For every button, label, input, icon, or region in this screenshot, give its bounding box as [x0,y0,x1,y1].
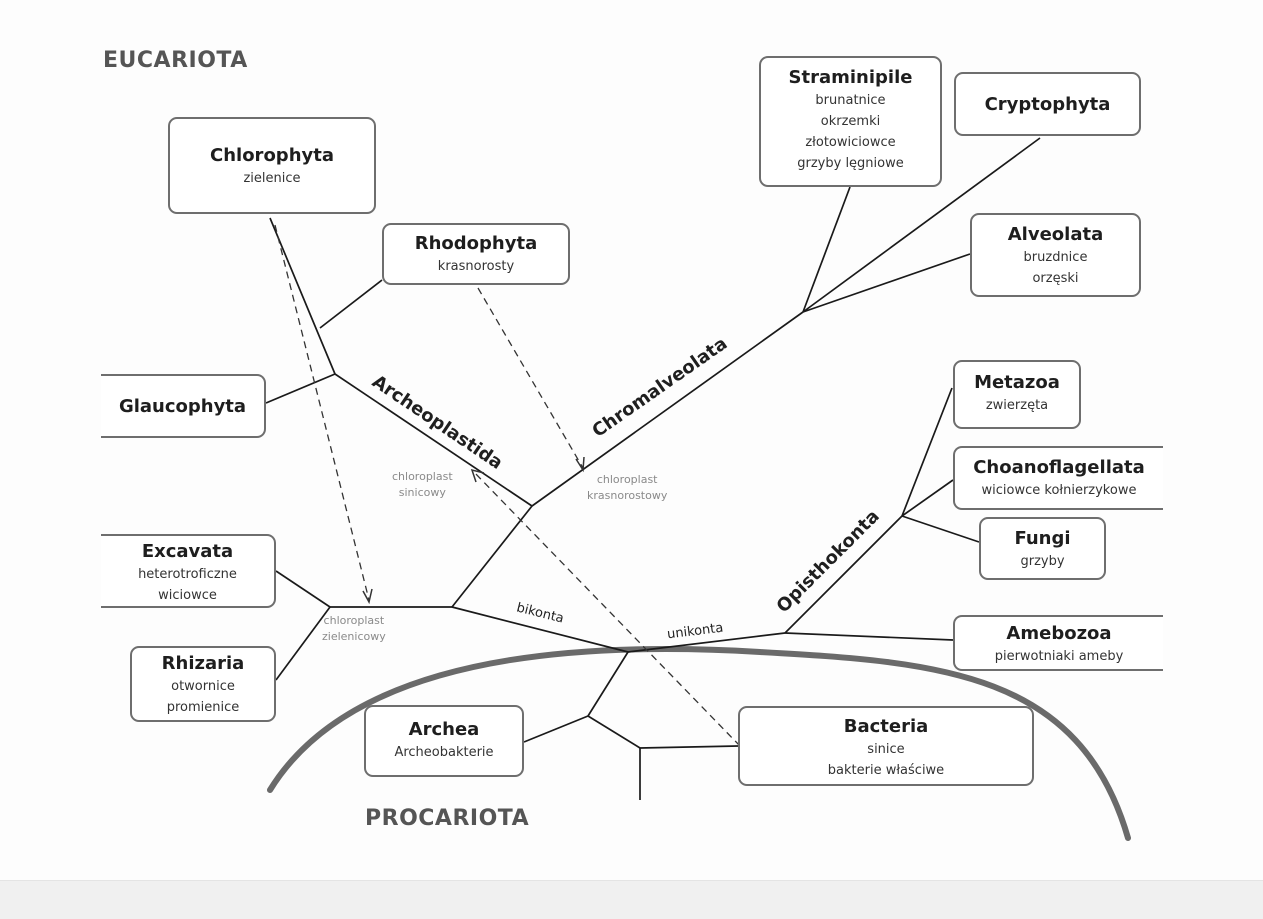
taxon-detail: zielenice [243,171,301,186]
taxon-detail: sinice [867,742,905,757]
taxon-rhodophyta: Rhodophyta krasnorosty [382,223,570,285]
arrow-chlorophyta-to-excavata [274,224,370,601]
taxon-straminipile: Straminipile brunatnice okrzemki złotowi… [759,56,942,187]
taxon-detail: grzyby [1020,554,1065,569]
taxon-detail: orzęski [1032,271,1079,286]
taxon-name: Cryptophyta [984,94,1111,115]
branch-rhodophyta [319,279,383,329]
branch-archea [523,715,589,743]
tree-diagram [265,137,1131,841]
branch-chromalveolata [531,311,804,507]
taxon-name: Choanoflagellata [973,457,1145,478]
taxon-amebozoa: Amebozoa pierwotniaki ameby [953,615,1163,671]
taxon-detail: krasnorosty [437,259,515,274]
branch-excavata [275,570,331,608]
arrowhead-krasnorostowy [575,456,585,473]
taxon-detail: zwierzęta [985,398,1049,413]
taxon-alveolata: Alveolata bruzdnice orzęski [970,213,1141,297]
note-line: chloroplast [392,470,453,483]
taxon-detail: otwornice [171,679,235,694]
taxon-fungi: Fungi grzyby [979,517,1106,580]
taxon-chlorophyta: Chlorophyta zielenice [168,117,376,214]
note-line: chloroplast [323,614,385,627]
arrowhead-sinicowy [470,468,485,483]
taxon-detail: heterotroficzne [138,567,237,582]
note-line: zielenicowy [322,630,386,643]
arrow-cyanobacteria-to-plastid [471,469,741,747]
taxon-name: Bacteria [843,716,929,737]
branch-opisthokonta [784,515,903,634]
branch-alveolata [802,253,971,313]
prokaryota-title: PROCARIOTA [365,806,530,831]
arrowheads [362,456,585,605]
taxon-detail: Archeobakterie [394,745,494,760]
taxon-name: Rhodophyta [414,233,538,254]
taxon-name: Fungi [1014,528,1071,549]
note-line: krasnorostowy [587,489,668,502]
branch-unikonta [627,632,786,653]
endosymbiosis-arrows [274,224,741,747]
taxon-detail: złotowiciowce [805,135,896,150]
taxon-detail: bruzdnice [1023,250,1088,265]
taxon-rhizaria: Rhizaria otwornice promienice [130,646,276,722]
taxon-detail: wiciowce kołnierzykowe [981,483,1137,498]
note-line: chloroplast [596,473,658,486]
arrow-rhodophyta-to-chromalveolata [477,287,584,469]
note-line: sinicowy [398,486,446,499]
taxon-name: Straminipile [788,67,913,88]
branch-cryptophyta [802,137,1041,313]
taxon-name: Excavata [141,541,234,562]
taxon-bacteria: Bacteria sinice bakterie właściwe [738,706,1034,786]
taxon-detail: promienice [166,700,240,715]
branch-chlorophyta [269,217,336,375]
note-chloroplast-krasnorostowy: chloroplast krasnorostowy [587,472,667,504]
taxon-choanoflagellata: Choanoflagellata wiciowce kołnierzykowe [953,446,1163,510]
taxon-detail: bakterie właściwe [827,763,945,778]
taxon-name: Archea [408,719,480,740]
taxon-detail: okrzemki [820,114,881,129]
taxon-detail: pierwotniaki ameby [994,649,1124,664]
arrowhead-zielenicowy [362,588,373,605]
taxon-glaucophyta: Glaucophyta [101,374,266,438]
tree-branches [265,137,1041,800]
branch-bikonta [451,606,629,653]
taxon-detail: grzyby lęgniowe [797,156,904,171]
branch-glaucophyta [265,373,336,404]
note-chloroplast-sinicowy: chloroplast sinicowy [392,469,453,501]
taxon-detail: wiciowce [158,588,217,603]
note-chloroplast-zielenicowy: chloroplast zielenicowy [322,613,386,645]
taxon-cryptophyta: Cryptophyta [954,72,1141,136]
taxon-name: Rhizaria [161,653,245,674]
taxon-excavata: Excavata heterotroficzne wiciowce [101,534,276,608]
taxon-name: Metazoa [974,372,1060,393]
branch-straminipile [802,186,851,313]
branch-bacteria [639,745,739,749]
branch-metazoa [901,387,953,517]
taxon-name: Amebozoa [1006,623,1112,644]
scanner-bottom-strip [0,880,1263,919]
domain-boundary-curve [267,646,1131,841]
taxon-name: Glaucophyta [118,396,247,417]
branch-bacteria-node [587,715,641,749]
branch-choanoflagellata [901,479,954,517]
branch-to-plastid-node [451,505,533,608]
branch-rhizaria [275,606,331,681]
branch-prokaryote-trunk [587,651,629,717]
taxon-metazoa: Metazoa zwierzęta [953,360,1081,429]
branch-amebozoa [784,632,954,641]
branch-fungi [901,515,980,543]
taxon-name: Chlorophyta [210,145,334,166]
taxon-detail: brunatnice [815,93,886,108]
eukaryota-title: EUCARIOTA [103,48,248,73]
branch-archeoplastida [334,373,533,507]
taxon-archea: Archea Archeobakterie [364,705,524,777]
taxon-name: Alveolata [1007,224,1104,245]
